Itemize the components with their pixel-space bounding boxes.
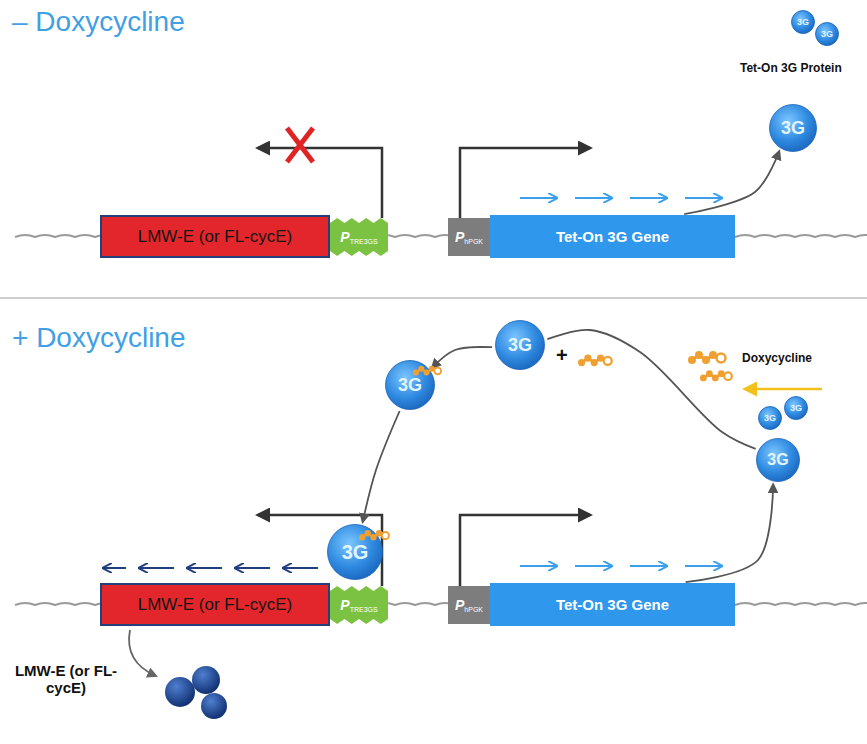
doxycycline-molecule: [688, 351, 726, 364]
gene-box: LMW-E (or FL-cycE): [100, 583, 330, 626]
panel-title: + Doxycycline: [12, 322, 186, 354]
promoter-symbol: P: [340, 229, 349, 245]
doxycycline-molecule: [700, 370, 732, 381]
gene-box: LMW-E (or FL-cycE): [100, 215, 330, 258]
gene-name: Tet-On 3G Gene: [556, 596, 669, 613]
product-arrow: [129, 630, 156, 676]
doxycycline-molecule: [413, 366, 441, 376]
protein-name: 3G: [767, 451, 788, 469]
protein-blob: 3G: [784, 396, 808, 420]
gene-name: LMW-E (or FL-cycE): [138, 227, 293, 247]
promoter-symbol: P: [455, 597, 464, 613]
protein-shape: [495, 320, 545, 370]
connector-arrow: [686, 485, 773, 583]
promoter-shape: [330, 586, 388, 624]
protein-blob: 3G: [769, 104, 817, 152]
promoter-symbol: P: [455, 229, 464, 245]
product-label: LMW-E (or FL- cycE): [14, 662, 118, 697]
transcription-arrow: [460, 148, 590, 218]
panel-title: – Doxycycline: [12, 6, 185, 38]
protein-blob: 3G: [385, 360, 435, 410]
transcript-arrows: [104, 567, 318, 569]
promoter-subscript: TRE3GS: [350, 606, 378, 613]
promoter-subscript: hPGK: [464, 238, 483, 245]
connector-arrow: [363, 411, 400, 522]
doxycycline-molecule: [359, 530, 389, 540]
connector-arrow: [547, 330, 755, 449]
protein-shape: [769, 104, 817, 152]
protein-blob: 3G: [758, 406, 782, 430]
protein-name: 3G: [781, 118, 805, 139]
protein-blob: 3G: [815, 22, 839, 46]
gene-name: Tet-On 3G Gene: [556, 228, 669, 245]
protein-blob: 3G: [756, 438, 800, 482]
transcript-arrows: [520, 197, 721, 199]
dna-strand: [15, 235, 867, 237]
protein-shape: [385, 360, 435, 410]
connector-arrow: [432, 347, 492, 368]
protein-shape: [327, 524, 383, 580]
promoter-box: PTRE3GS: [330, 218, 388, 256]
promoter-subscript: TRE3GS: [350, 238, 378, 245]
drug-label: Doxycycline: [742, 352, 812, 366]
doxycycline-molecule: [578, 355, 612, 367]
protein-shape: [791, 10, 815, 34]
protein-blob: 3G: [495, 320, 545, 370]
transcription-arrow: [258, 515, 382, 586]
doxycycline-arrow: [745, 388, 822, 391]
promoter-shape: [330, 218, 388, 256]
transcription-arrow: [460, 515, 590, 586]
transcription-arrow: [258, 148, 382, 218]
promoter-box: PhPGK: [448, 218, 490, 256]
product-protein: [165, 666, 227, 719]
protein-shape: [784, 396, 808, 420]
protein-shape: [756, 438, 800, 482]
protein-shape: [815, 22, 839, 46]
protein-name: 3G: [797, 17, 809, 27]
promoter-box: PhPGK: [448, 586, 490, 624]
protein-blob: 3G: [791, 10, 815, 34]
protein-name: 3G: [790, 403, 802, 413]
protein-blob: 3G: [327, 524, 383, 580]
block-cross: [287, 128, 313, 162]
gene-box: Tet-On 3G Gene: [490, 583, 735, 626]
protein-name: 3G: [398, 375, 422, 396]
dna-strand: [15, 603, 867, 605]
promoter-subscript: hPGK: [464, 606, 483, 613]
connector-arrow: [684, 151, 779, 214]
protein-shape: [758, 406, 782, 430]
block-cross: [287, 128, 313, 162]
protein-name: 3G: [342, 541, 369, 564]
promoter-box: PTRE3GS: [330, 586, 388, 624]
gene-name: LMW-E (or FL-cycE): [138, 595, 293, 615]
promoter-symbol: P: [340, 597, 349, 613]
plus-sign: +: [556, 344, 568, 367]
protein-name: 3G: [508, 335, 532, 356]
panel-divider: [0, 297, 867, 299]
transcript-arrows: [520, 565, 721, 567]
protein-label: Tet-On 3G Protein: [740, 62, 842, 76]
protein-name: 3G: [764, 413, 776, 423]
protein-name: 3G: [821, 29, 833, 39]
gene-box: Tet-On 3G Gene: [490, 215, 735, 258]
